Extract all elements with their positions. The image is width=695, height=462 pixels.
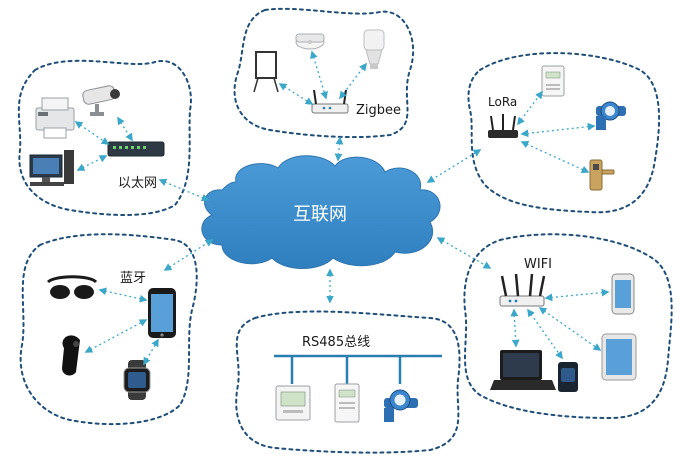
- electric-meter-icon: [541, 65, 565, 97]
- ethernet-group-outline: [17, 59, 192, 216]
- lora-group-outline: [467, 52, 661, 214]
- speaker-icon: [558, 362, 578, 392]
- link-bluetooth-internet: [163, 239, 214, 271]
- wifi-router-icon: [499, 273, 546, 307]
- bluetooth-label: 蓝牙: [120, 271, 146, 286]
- water-meter-icon: [384, 389, 418, 422]
- network-switch-icon: [107, 141, 165, 157]
- link-ethernet-internet: [158, 178, 210, 202]
- camera-icon: [82, 85, 120, 116]
- smart-bulb-icon: [363, 29, 385, 69]
- zigbee-group: Zigbee: [253, 29, 401, 118]
- internet-label: 互联网: [293, 204, 347, 225]
- ethernet-group: 以太网: [29, 85, 165, 191]
- rs485-group-outline: [235, 310, 461, 454]
- link-lora-internet: [426, 149, 482, 183]
- ethernet-label: 以太网: [118, 176, 157, 191]
- smartphone-icon: [611, 273, 635, 315]
- display-meter-icon: [275, 385, 311, 421]
- projection-screen-icon: [253, 51, 279, 93]
- laptop-icon: [490, 350, 556, 390]
- internet-cloud: 互联网: [201, 155, 441, 269]
- printer-icon: [35, 97, 75, 139]
- desktop-computer-icon: [29, 150, 74, 186]
- tablet-icon: [601, 333, 637, 381]
- water-meter-icon: [596, 101, 626, 130]
- rs485-label: RS485总线: [302, 335, 370, 350]
- smart-glasses-icon: [46, 275, 98, 299]
- link-wifi-internet: [436, 237, 492, 269]
- electric-meter-icon: [334, 383, 360, 423]
- headset-icon: [62, 335, 80, 376]
- lora-label: LoRa: [488, 95, 517, 109]
- lora-group: LoRa: [488, 65, 626, 191]
- zigbee-label: Zigbee: [356, 103, 401, 118]
- zigbee-group-outline: [233, 7, 415, 139]
- lora-router-icon: [488, 114, 518, 138]
- wifi-label: WIFI: [524, 257, 552, 272]
- bluetooth-group: 蓝牙: [46, 271, 176, 400]
- wifi-group-outline: [463, 233, 673, 420]
- link-zigbee-internet: [334, 136, 344, 162]
- wifi-group: WIFI: [490, 257, 637, 392]
- smartphone-icon: [148, 288, 176, 338]
- door-lock-icon: [589, 159, 615, 191]
- rs485-group: RS485总线: [274, 335, 442, 423]
- zigbee-router-icon: [311, 89, 349, 114]
- smartwatch-icon: [123, 360, 151, 400]
- smoke-detector-icon: [295, 33, 325, 50]
